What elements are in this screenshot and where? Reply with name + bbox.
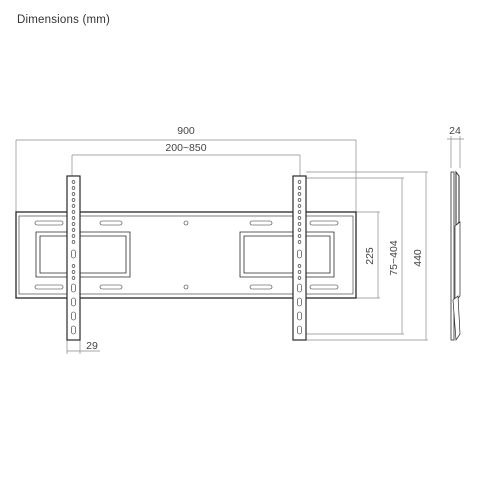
dim-overall-height: 440 [412,249,424,267]
dim-depth: 24 [449,125,461,137]
diagram-title: Dimensions (mm) [17,14,111,26]
left-arm [66,175,81,341]
dimension-lines [15,136,464,354]
dim-arm-width: 29 [86,340,98,352]
dim-frame-height: 225 [364,247,376,265]
dim-overall-width: 900 [177,125,195,137]
right-arm [292,175,307,341]
dim-vesa-height: 75~404 [388,240,400,275]
dim-vesa-width: 200~850 [165,142,206,154]
side-profile [450,170,461,342]
